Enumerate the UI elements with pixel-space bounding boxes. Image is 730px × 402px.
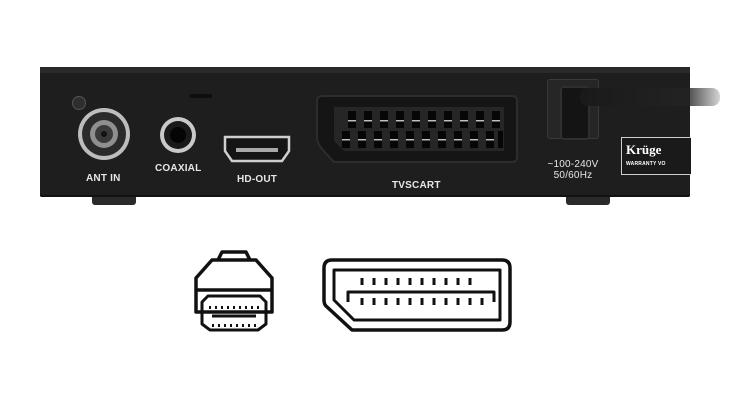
hdmi-connector-icon — [184, 248, 284, 332]
coaxial-port — [160, 117, 196, 153]
power-frequency-label: 50/60Hz — [553, 170, 593, 181]
tvscart-port — [312, 93, 520, 165]
brand-sticker: Krüge WARRANTY VO — [621, 137, 691, 175]
power-cable — [580, 88, 720, 106]
device-foot-left — [92, 197, 136, 205]
hd-out-label: HD-OUT — [237, 174, 278, 185]
tvscart-label: TVSCART — [392, 180, 441, 191]
ant-in-port — [78, 108, 130, 160]
ant-in-label: ANT IN — [86, 173, 121, 184]
screw-icon — [72, 96, 86, 110]
power-voltage-label: ~100-240V — [547, 159, 599, 170]
coaxial-label: COAXIAL — [155, 163, 202, 174]
warranty-text: WARRANTY VO — [626, 161, 666, 167]
indicator-slot — [190, 94, 212, 98]
brand-name: Krüge — [626, 142, 662, 157]
displayport-connector-icon — [322, 258, 512, 332]
device-top-edge — [40, 67, 690, 73]
device-foot-right — [566, 197, 610, 205]
hd-out-port — [222, 134, 292, 164]
